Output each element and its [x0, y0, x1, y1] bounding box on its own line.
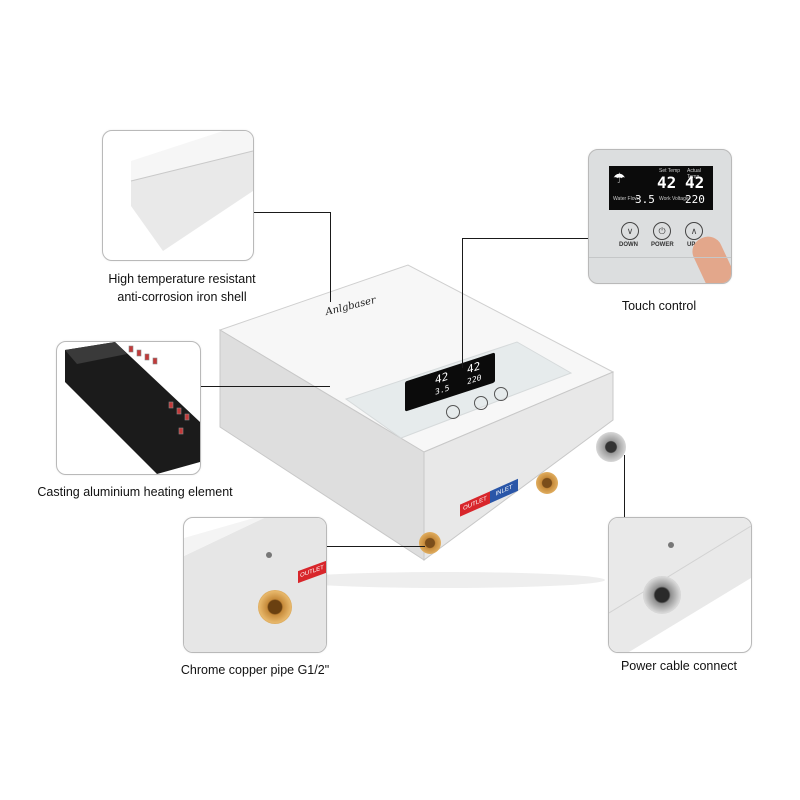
caption-power: Power cable connect [620, 659, 738, 673]
unit-down-button[interactable] [446, 405, 460, 419]
down-button[interactable]: ∨ [621, 222, 639, 240]
unit-outlet-pipe [419, 532, 441, 554]
unit-inlet-pipe [536, 472, 558, 494]
actual-temp-label: Actual Temp [687, 168, 701, 180]
cable-gland-fitting [643, 576, 681, 614]
callout-touch: Set Temp Actual Temp ☂ 42 42 Water Flow … [588, 149, 732, 284]
leader-touch-vertical [462, 238, 463, 368]
down-button-label: DOWN [619, 242, 638, 248]
leader-shell-vertical [330, 212, 331, 302]
unit-up-button[interactable] [494, 387, 508, 401]
callout-power [608, 517, 752, 653]
touch-lcd: Set Temp Actual Temp ☂ 42 42 Water Flow … [609, 166, 713, 210]
caption-shell-line1: High temperature resistant [108, 272, 256, 286]
up-button[interactable]: ∧ [685, 222, 703, 240]
set-temp-label: Set Temp [659, 168, 681, 174]
actual-temp-value: 42 [685, 173, 705, 192]
caption-touch: Touch control [621, 299, 697, 313]
water-flow-label: Water Flow [613, 196, 639, 202]
power-button[interactable]: ⏻ [653, 222, 671, 240]
brass-pipe-fitting [258, 590, 292, 624]
power-button-label: POWER [651, 242, 674, 248]
up-button-label: UP [687, 242, 696, 248]
water-flow-value: 3.5 [635, 193, 655, 206]
set-temp-value: 42 [657, 173, 677, 192]
voltage-label: Work Voltage [659, 196, 689, 202]
caption-shell-line2: anti-corrosion iron shell [117, 290, 247, 304]
unit-cable-gland [596, 432, 626, 462]
caption-pipe: Chrome copper pipe G1/2" [180, 663, 330, 677]
leader-power-vertical [624, 455, 625, 517]
callout-shell [102, 130, 254, 261]
leader-heating [200, 386, 330, 387]
panel-divider [589, 257, 731, 258]
caption-heating: Casting aluminium heating element [37, 485, 233, 499]
leader-pipe [310, 546, 425, 547]
leader-shell-horizontal [252, 212, 331, 213]
shower-icon: ☂ [613, 170, 626, 186]
voltage-value: 220 [685, 193, 705, 206]
leader-touch-horizontal [462, 238, 588, 239]
water-heater-unit [218, 264, 615, 588]
callout-heating [56, 341, 201, 475]
callout-pipe: OUTLET [183, 517, 327, 653]
unit-power-button[interactable] [474, 396, 488, 410]
